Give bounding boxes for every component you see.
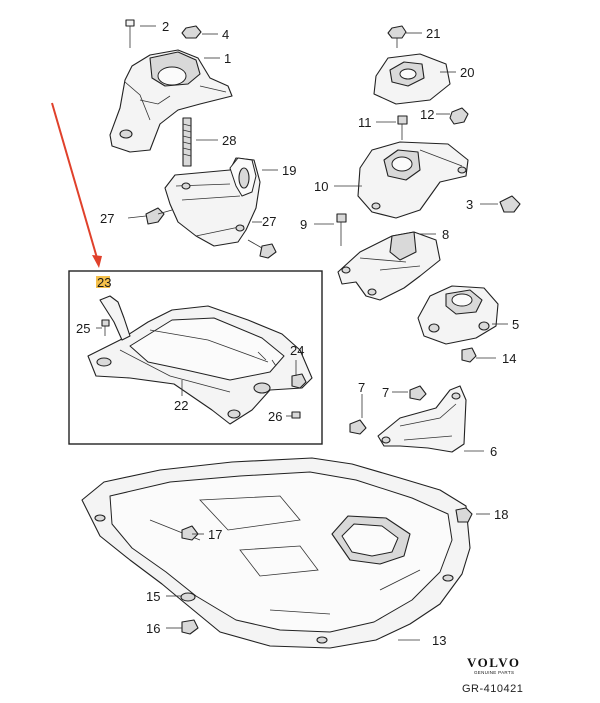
callout-15: 15 (146, 589, 160, 604)
subframe-22 (87, 305, 313, 425)
bracket-6 (377, 385, 467, 453)
callout-11: 11 (358, 115, 372, 130)
callout-26: 26 (268, 409, 282, 424)
bolt-7-lower (349, 419, 367, 435)
callout-10: 10 (314, 179, 328, 194)
callout-23: 23 (97, 275, 111, 290)
bolt-27-left (145, 207, 173, 225)
callout-18: 18 (494, 507, 508, 522)
mount-cap-20 (373, 53, 451, 105)
stud-3 (499, 195, 521, 213)
bolt-14 (461, 347, 477, 363)
callout-22: 22 (174, 398, 188, 413)
bolt-16 (181, 619, 199, 635)
callout-12: 12 (420, 107, 434, 122)
callout-3: 3 (466, 197, 473, 212)
washer-15 (180, 592, 196, 602)
brand-tagline: GENUINE PARTS (474, 670, 514, 675)
nut-18 (455, 507, 473, 523)
callout-1: 1 (224, 51, 231, 66)
mount-5 (417, 285, 499, 345)
callouts: 2 4 1 28 19 27 27 21 20 11 12 10 3 9 8 5… (76, 19, 519, 648)
brand-block: VOLVO GENUINE PARTS GR-410421 (462, 655, 523, 695)
callout-25: 25 (76, 321, 90, 336)
callout-27-left: 27 (100, 211, 114, 226)
leader-lines (96, 25, 508, 641)
engine-mount-bracket (164, 157, 261, 247)
clip-17 (181, 525, 199, 541)
callout-17: 17 (208, 527, 222, 542)
bracket-8 (337, 231, 441, 301)
transmission-mount-10 (357, 141, 469, 219)
callout-24: 24 (290, 343, 304, 358)
engine-mount-upper (109, 49, 233, 153)
bolt-7-upper (409, 385, 427, 401)
indicator-arrow (51, 102, 102, 268)
bolt-2 (125, 19, 135, 48)
callout-21: 21 (426, 26, 440, 41)
brand-name: VOLVO (467, 655, 520, 670)
nut-4 (181, 25, 202, 39)
callout-13: 13 (432, 633, 446, 648)
bolt-25 (101, 319, 110, 336)
callout-5: 5 (512, 317, 519, 332)
bolt-26 (291, 411, 301, 419)
highlight-frame (68, 270, 323, 445)
nut-12 (449, 107, 469, 125)
callout-7-right: 7 (382, 385, 389, 400)
callout-4: 4 (222, 27, 229, 42)
stud-28 (182, 117, 192, 167)
callout-2: 2 (162, 19, 169, 34)
callout-19: 19 (282, 163, 296, 178)
callout-14: 14 (502, 351, 516, 366)
bolt-11 (397, 115, 408, 140)
bolt-9 (336, 213, 347, 246)
callout-9: 9 (300, 217, 307, 232)
callout-28: 28 (222, 133, 236, 148)
reference-number: GR-410421 (462, 683, 523, 695)
link-arm-23 (96, 276, 131, 341)
bolt-21 (387, 25, 407, 48)
callout-7-left: 7 (358, 380, 365, 395)
callout-16: 16 (146, 621, 160, 636)
nut-24 (291, 373, 307, 389)
bolt-27-right (247, 239, 277, 259)
splash-shield-13 (81, 457, 471, 649)
callout-8: 8 (442, 227, 449, 242)
callout-6: 6 (490, 444, 497, 459)
callout-20: 20 (460, 65, 474, 80)
callout-27-right: 27 (262, 214, 276, 229)
